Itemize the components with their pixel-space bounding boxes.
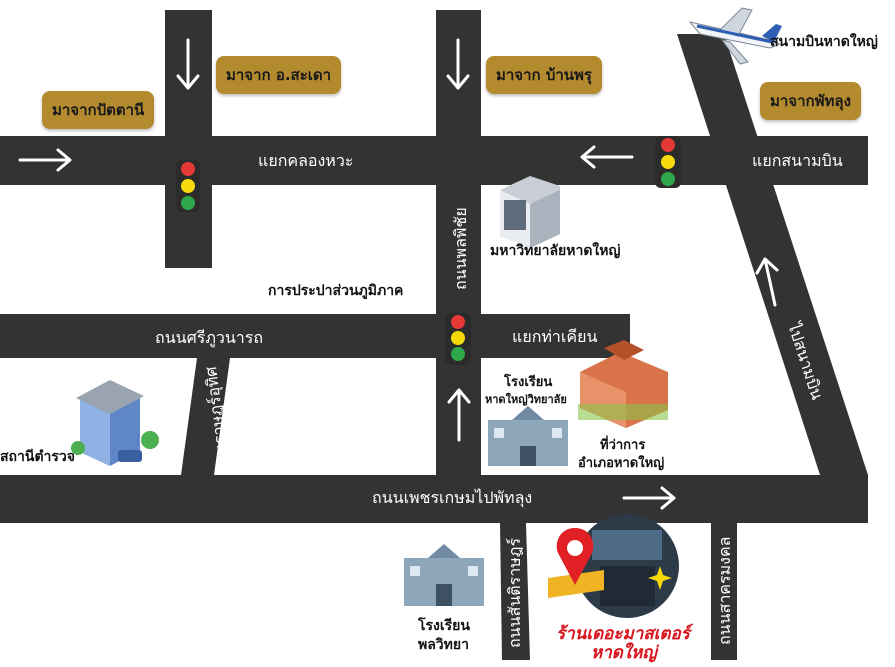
- from-pattani-label: มาจากปัตตานี: [42, 91, 155, 129]
- airport-road: [677, 34, 868, 475]
- location-pin-icon: [548, 528, 604, 598]
- from-sadao-label: มาจาก อ.สะเดา: [216, 56, 342, 94]
- traffic-light-icon: [445, 313, 471, 365]
- santisuk-road: [500, 523, 530, 660]
- middle-road: [0, 314, 630, 358]
- shop-photo: [575, 514, 679, 618]
- phon-school-label-line1: โรงเรียน: [418, 618, 470, 634]
- hatyai-school-label-line1: โรงเรียน: [504, 375, 553, 390]
- traffic-light-icon: [655, 136, 681, 188]
- arrow-east-top: [18, 148, 72, 172]
- arrow-west-airport-junction: [580, 145, 634, 169]
- district-office-label-line2: อำเภอหาดใหญ่: [578, 456, 665, 471]
- from-ban-phru-label: มาจาก บ้านพรุ: [486, 56, 602, 94]
- tha-khian-label: แยกท่าเคียน: [512, 327, 597, 346]
- district-office-icon: [578, 340, 668, 428]
- university-building-icon: [500, 176, 560, 248]
- police-station-icon: [71, 380, 159, 466]
- shop-name-line2: หาดใหญ่: [591, 643, 657, 663]
- sarakhom-road: [711, 523, 737, 660]
- light-green: [181, 196, 195, 210]
- hatyai-school-icon: [488, 406, 568, 466]
- airport-label: สนามบินหาดใหญ่: [770, 34, 878, 50]
- district-office-label-line1: ที่ว่าการ: [600, 438, 646, 453]
- bottom-road: [0, 475, 868, 523]
- waterworks-label: การประปาส่วนภูมิภาค: [268, 283, 404, 299]
- sparkle-icon: [648, 566, 672, 590]
- arrow-south-center: [446, 38, 470, 90]
- airplane-icon: [688, 7, 782, 65]
- from-phatthalung-label: มาจากพัทลุง: [760, 82, 861, 120]
- university-label: มหาวิทยาลัยหาดใหญ่: [490, 243, 621, 259]
- light-yellow: [181, 179, 195, 193]
- middle-road-label: ถนนศรีภูวนารถ: [155, 328, 263, 348]
- hatyai-school-label-line2: หาดใหญ่วิทยาลัย: [485, 393, 567, 406]
- arrow-north-diagonal: [755, 257, 779, 307]
- traffic-light-icon: [176, 160, 200, 212]
- phon-school-icon: [404, 544, 484, 606]
- phon-school-label-line2: พลวิทยา: [418, 637, 469, 653]
- phonphichai-label: ถนนพลพิชัย: [451, 207, 470, 290]
- arrow-north-center: [447, 388, 471, 442]
- sarakhom-label: ถนนสาครมงคล: [715, 537, 734, 645]
- arrow-south-left: [176, 38, 200, 90]
- airport-junction-label: แยกสนามบิน: [752, 151, 843, 170]
- light-red: [181, 162, 195, 176]
- police-label: สถานีตำรวจ: [0, 449, 75, 465]
- shop-name-line1: ร้านเดอะมาสเตอร์: [556, 624, 690, 644]
- top-road-label: แยกคลองหวะ: [258, 151, 353, 170]
- bottom-road-label: ถนนเพชรเกษมไปพัทลุง: [372, 488, 532, 508]
- arrow-east-bottom: [622, 486, 676, 510]
- santisuk-label: ถนนสันติราษฎร์: [505, 537, 524, 648]
- ratuthit-road: [181, 358, 230, 475]
